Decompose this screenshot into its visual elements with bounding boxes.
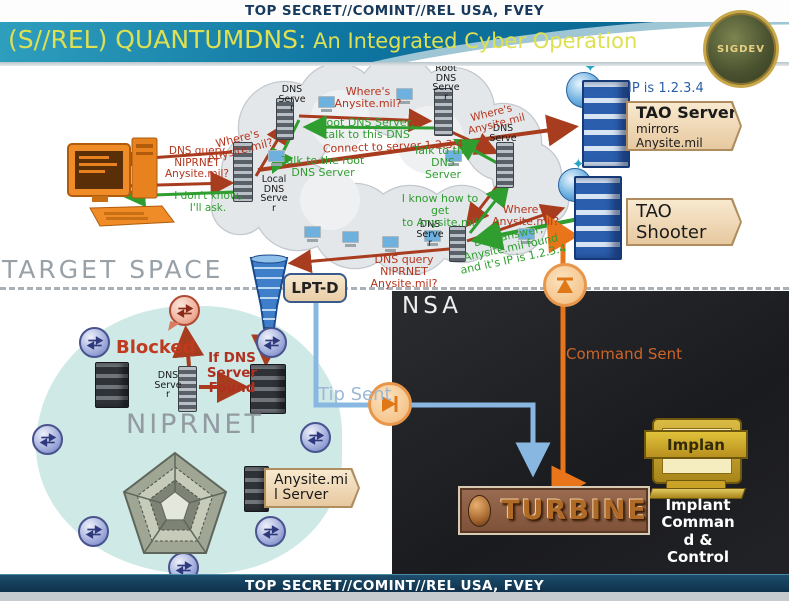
msg-know-how: I know how to get to Anysite.mil — [401, 192, 479, 230]
target-computer-icon — [67, 137, 175, 227]
one-way-diode-icon — [543, 263, 587, 307]
slide-title-sub: An Integrated Cyber Operation — [306, 29, 638, 53]
niprnet-dns-label: DNS Serve r — [154, 370, 182, 401]
turbine-logo-icon — [468, 494, 492, 527]
lptd-label: LPT-D — [291, 279, 339, 297]
dns-server-right-label: DNS Serve — [489, 123, 517, 144]
dns-server-top-label: DNS Serve r — [278, 84, 306, 115]
target-space-label: TARGET SPACE — [2, 255, 224, 284]
seal-text: SIGDEV — [716, 43, 765, 55]
router-icon — [32, 424, 63, 455]
sparkle-icon: ✦ — [572, 155, 585, 173]
dns-server-right-icon — [496, 142, 514, 188]
msg-ip: IP is 1.2.3.4 — [628, 81, 704, 96]
niprnet-label: NIPRNET — [126, 409, 264, 440]
msg-if-dns-found: If DNS Server Found — [206, 350, 258, 396]
msg-tip-sent: Tip Sent — [318, 384, 392, 405]
local-dns-label: Local DNS Serve r — [260, 174, 288, 215]
classification-text-bottom: TOP SECRET//COMINT//REL USA, FVEY — [244, 578, 545, 594]
workstation-icon — [318, 96, 335, 112]
bottom-strip — [0, 592, 789, 601]
msg-talk-root: Talk to the root DNS Server — [281, 154, 365, 180]
sigdev-seal-icon: SIGDEV — [703, 10, 779, 88]
classification-text-top: TOP SECRET//COMINT//REL USA, FVEY — [244, 3, 545, 19]
nsa-label: NSA — [402, 293, 462, 319]
workstation-icon — [342, 231, 359, 247]
dns-server-bottom-label: DNS Serve r — [416, 219, 444, 250]
anysite-server-callout: Anysite.mi l Server — [264, 468, 360, 508]
router-icon — [78, 516, 109, 547]
router-icon — [255, 516, 286, 547]
workstation-icon — [396, 88, 413, 104]
tao-server-title: TAO Server — [636, 102, 737, 122]
workstation-icon — [304, 226, 321, 242]
workstation-icon — [382, 236, 399, 252]
implant-banner-text: Implan — [667, 435, 725, 454]
turbine-label: TURBINE — [501, 495, 648, 526]
msg-dns-query-bottom: DNS query NIPRNET Anysite.mil? — [370, 253, 438, 291]
classification-banner-bottom: TOP SECRET//COMINT//REL USA, FVEY — [0, 574, 789, 594]
server-tower-icon — [95, 362, 129, 408]
router-icon — [79, 327, 110, 358]
msg-blocked: Blocked — [116, 337, 196, 358]
anysite-server-label: Anysite.mi l Server — [274, 471, 348, 503]
root-dns-label: Root DNS Serve r — [432, 63, 460, 104]
tao-shooter-rack-icon — [574, 176, 622, 260]
niprnet-dns-server-icon — [178, 366, 197, 412]
implant-banner: Implan — [644, 430, 748, 459]
workstation-icon — [424, 230, 441, 246]
one-way-diode-icon — [368, 382, 412, 426]
dns-server-bottom-icon — [449, 226, 466, 262]
msg-command-sent: Command Sent — [566, 345, 683, 363]
workstation-icon — [518, 228, 535, 244]
msg-dont-know: I don't know, I'll ask. — [174, 190, 242, 214]
banner-divider — [0, 62, 789, 66]
lptd-callout: LPT-D — [283, 273, 347, 303]
turbine-system: TURBINE — [458, 486, 650, 535]
slide-title-main: (S//REL) QUANTUMDNS: — [8, 25, 307, 54]
tao-server-sub: mirrors Anysite.mil — [636, 121, 703, 150]
slide-title: (S//REL) QUANTUMDNS: An Integrated Cyber… — [8, 25, 637, 54]
pentagon-icon — [122, 451, 228, 554]
target-space-boundary — [0, 287, 789, 290]
msg-talk-this: Talk to this DNS Server — [413, 144, 473, 182]
tao-shooter-callout: TAO Shooter — [626, 198, 742, 246]
title-banner: (S//REL) QUANTUMDNS: An Integrated Cyber… — [0, 22, 789, 62]
tao-server-rack-icon — [582, 80, 630, 168]
blocked-router-icon — [169, 295, 200, 326]
msg-root-reply: Root DNS Server, talk to this DNS — [319, 116, 415, 142]
classification-banner-top: TOP SECRET//COMINT//REL USA, FVEY — [0, 0, 789, 22]
tao-shooter-title: TAO Shooter — [636, 201, 707, 243]
router-icon — [300, 422, 331, 453]
root-dns-server-icon — [434, 88, 453, 136]
msg-dns-query-left: DNS query NIPRNET Anysite.mil? — [165, 145, 229, 181]
msg-wheres-anysite-top: Where's Anysite.mil? — [334, 85, 402, 111]
implant-caption: Implant Comman d & Control — [661, 496, 735, 566]
